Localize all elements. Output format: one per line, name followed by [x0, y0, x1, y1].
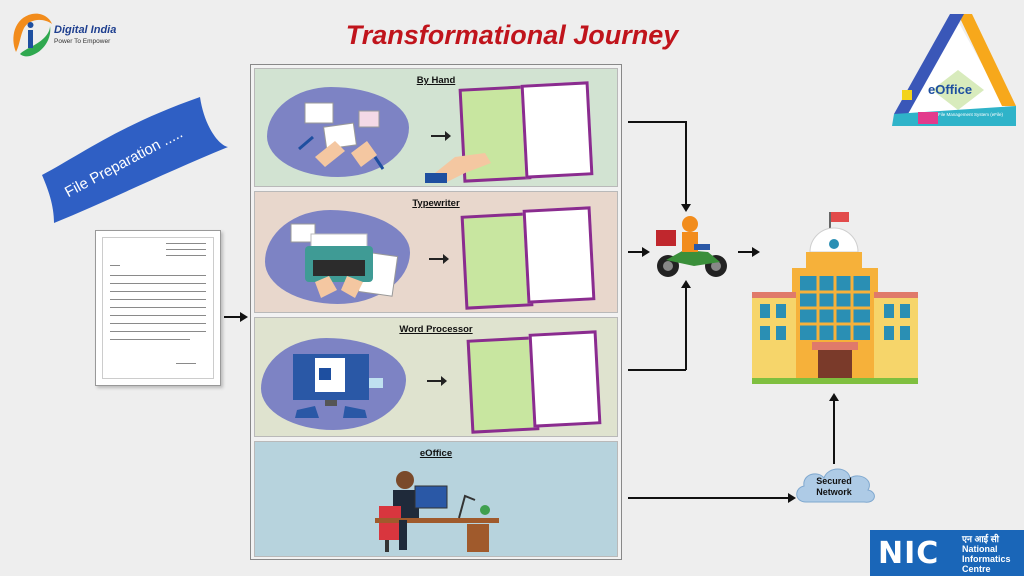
file-preparation-banner: [42, 97, 228, 223]
arrow-eoffice-to-network: [628, 497, 788, 499]
eoffice-logo-tag: File Management System (eFile): [938, 112, 1004, 117]
secured-network-cloud-icon: [796, 468, 875, 503]
writing-hand-icon: [425, 153, 491, 183]
connector-typewriter: [628, 251, 642, 253]
page-title: Transformational Journey: [345, 20, 679, 50]
arrow-doc-to-panels: [224, 316, 240, 318]
arrow-head: [240, 312, 248, 322]
digital-india-tagline: Power To Empower: [54, 38, 111, 45]
computer-word-icon: [293, 354, 383, 418]
eoffice-logo-name: eOffice: [928, 82, 973, 97]
eoffice-logo: eOffice File Management System (eFile): [888, 10, 1020, 132]
digital-india-logo: Digital India Power To Empower: [8, 8, 138, 58]
eoffice-triangle-icon: [892, 14, 1016, 126]
secured-network-label: Secured Network: [816, 476, 852, 497]
courier-motorcycle-icon: [656, 216, 727, 277]
digital-india-icon: [13, 13, 53, 57]
panel-title-eoffice: eOffice: [419, 448, 453, 459]
digital-india-name: Digital India: [54, 24, 117, 36]
connector-by-hand: [628, 121, 686, 123]
panel-eoffice: eOffice: [254, 441, 618, 557]
connector-word-processor: [628, 369, 686, 371]
government-building-icon: [752, 212, 918, 384]
handwriting-illustration: [298, 102, 385, 170]
panel-word-processor: Word Processor: [254, 317, 618, 437]
office-worker-icon: [375, 471, 499, 552]
document-sheet: [95, 230, 221, 386]
typewriter-icon: [290, 223, 399, 298]
panel-title-typewriter: Typewriter: [412, 198, 460, 209]
panel-title-by-hand: By Hand: [416, 75, 456, 86]
panel-by-hand: By Hand: [254, 68, 618, 187]
nic-logo: [870, 530, 1024, 576]
panel-title-word-processor: Word Processor: [399, 324, 473, 335]
nic-logo-text: एन आई सी National Informatics Centre: [962, 534, 1011, 574]
panel-typewriter: Typewriter: [254, 191, 618, 313]
nic-logo-letters: NIC: [878, 536, 940, 571]
arrow-network-to-building: [833, 400, 835, 464]
arrow-to-building: [738, 251, 752, 253]
